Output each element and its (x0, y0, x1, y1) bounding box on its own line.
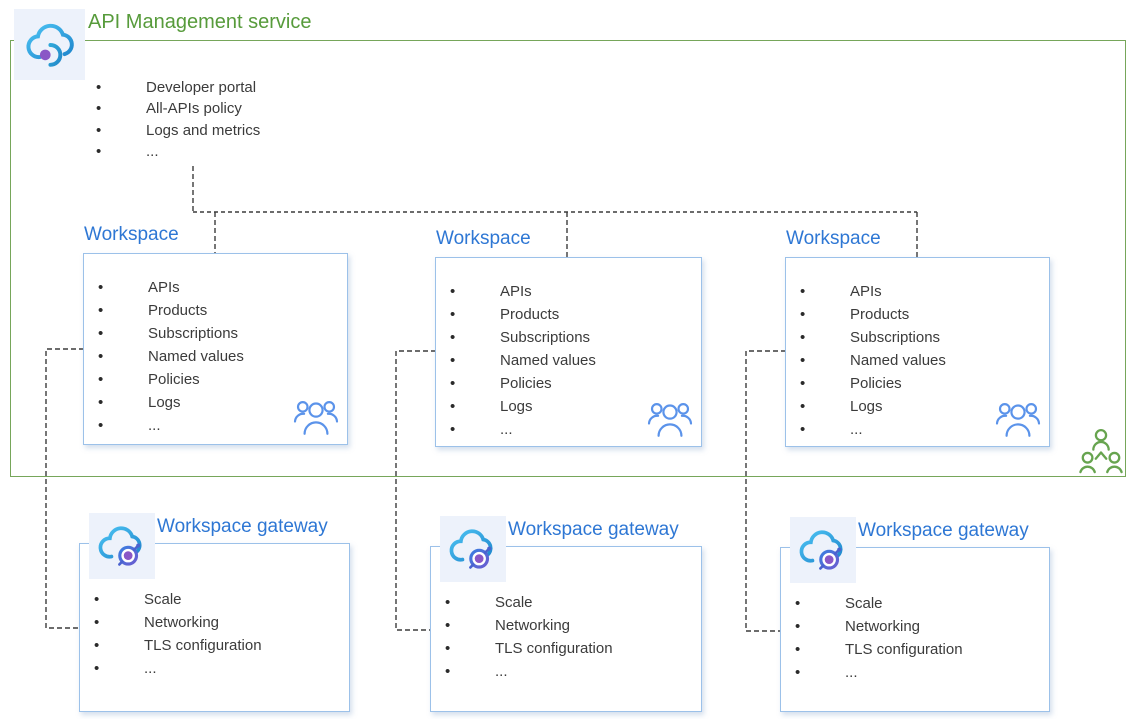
organization-people-icon (1079, 428, 1123, 474)
gateway-icon-tile (790, 517, 856, 583)
service-title: API Management service (88, 11, 312, 33)
list-item: Policies (98, 368, 244, 391)
list-item: Subscriptions (450, 326, 596, 349)
workspace-feature-list: APIsProductsSubscriptionsNamed valuesPol… (800, 280, 946, 441)
list-item: APIs (800, 280, 946, 303)
gateway-feature-list: ScaleNetworkingTLS configuration... (795, 592, 963, 684)
workspace-feature-list: APIsProductsSubscriptionsNamed valuesPol… (450, 280, 596, 441)
list-item: TLS configuration (94, 634, 262, 657)
people-group-icon (293, 401, 339, 435)
list-item: ... (98, 414, 244, 437)
workspace-gateway-panel-2: Workspace gateway ScaleNetworkingTLS con… (430, 516, 702, 712)
list-item: Products (98, 299, 244, 322)
workspace-gateway-panel-3: Workspace gateway ScaleNetworkingTLS con… (780, 517, 1050, 712)
list-item: Logs (450, 395, 596, 418)
people-group-icon (995, 403, 1041, 437)
gateway-title: Workspace gateway (508, 519, 679, 540)
service-feature-list: Developer portalAll-APIs policyLogs and … (96, 77, 260, 163)
list-item: ... (445, 660, 613, 683)
list-item: Logs (800, 395, 946, 418)
list-item: Policies (800, 372, 946, 395)
list-item: ... (94, 657, 262, 680)
list-item: ... (96, 141, 260, 163)
workspace-title: Workspace (84, 224, 179, 245)
list-item: Named values (98, 345, 244, 368)
gateway-cloud-icon (98, 526, 142, 566)
gateway-icon-tile (440, 516, 506, 582)
list-item: Named values (800, 349, 946, 372)
list-item: ... (795, 661, 963, 684)
list-item: Scale (795, 592, 963, 615)
list-item: Products (800, 303, 946, 326)
workspace-title: Workspace (786, 228, 881, 249)
gateway-title: Workspace gateway (858, 520, 1029, 541)
list-item: APIs (98, 276, 244, 299)
list-item: Logs and metrics (96, 120, 260, 142)
gateway-cloud-icon (449, 529, 493, 569)
workspace-title: Workspace (436, 228, 531, 249)
list-item: Products (450, 303, 596, 326)
list-item: Policies (450, 372, 596, 395)
workspace-feature-list: APIsProductsSubscriptionsNamed valuesPol… (98, 276, 244, 437)
list-item: Networking (445, 614, 613, 637)
gateway-feature-list: ScaleNetworkingTLS configuration... (445, 591, 613, 683)
api-management-cloud-icon (25, 23, 74, 67)
list-item: Scale (94, 588, 262, 611)
workspace-panel-2: Workspace APIsProductsSubscriptionsNamed… (435, 228, 702, 447)
workspace-gateway-panel-1: Workspace gateway ScaleNetworkingTLS con… (79, 513, 350, 712)
list-item: All-APIs policy (96, 98, 260, 120)
list-item: APIs (450, 280, 596, 303)
gateway-title: Workspace gateway (157, 516, 328, 537)
list-item: Logs (98, 391, 244, 414)
people-group-icon (647, 403, 693, 437)
list-item: Developer portal (96, 77, 260, 99)
list-item: ... (450, 418, 596, 441)
api-management-icon-tile (14, 9, 85, 80)
api-management-service-box (10, 40, 1126, 477)
list-item: Named values (450, 349, 596, 372)
gateway-feature-list: ScaleNetworkingTLS configuration... (94, 588, 262, 680)
list-item: Subscriptions (800, 326, 946, 349)
workspace-panel-3: Workspace APIsProductsSubscriptionsNamed… (785, 228, 1050, 447)
gateway-cloud-icon (799, 530, 843, 570)
list-item: Networking (94, 611, 262, 634)
list-item: ... (800, 418, 946, 441)
workspace-panel-1: Workspace APIsProductsSubscriptionsNamed… (83, 224, 348, 445)
list-item: Scale (445, 591, 613, 614)
list-item: Networking (795, 615, 963, 638)
list-item: TLS configuration (445, 637, 613, 660)
list-item: Subscriptions (98, 322, 244, 345)
list-item: TLS configuration (795, 638, 963, 661)
gateway-icon-tile (89, 513, 155, 579)
